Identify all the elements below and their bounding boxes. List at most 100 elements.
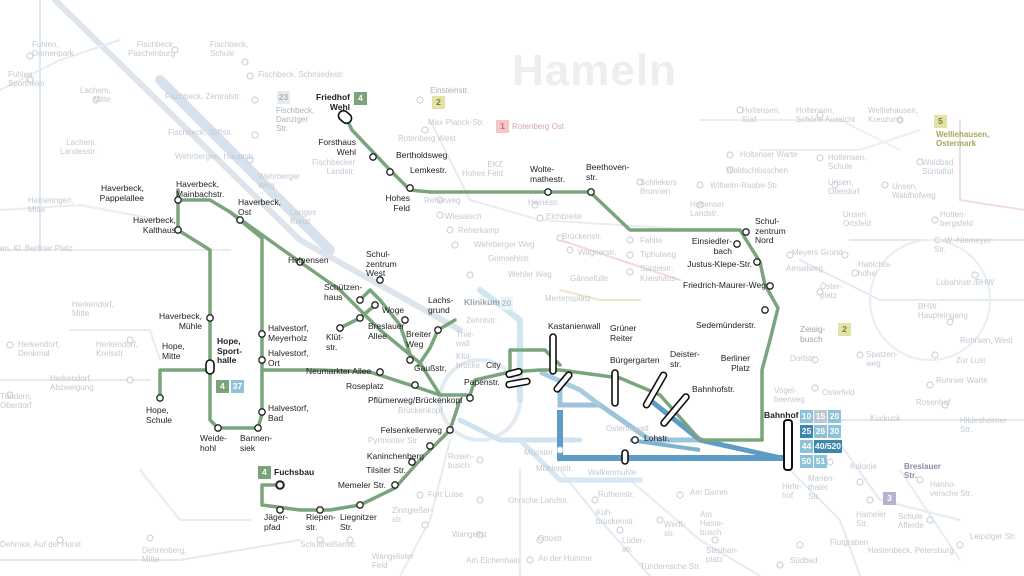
bg-label: Fischbeck, Stiftstr.: [168, 128, 233, 137]
bg-label: EKZ Hohes Feld: [462, 160, 503, 178]
bg-label: Kuh- brückenstr.: [596, 508, 636, 526]
stop-gruener-reiter: Grüner Reiter: [610, 323, 637, 343]
stop-roseplatz: Roseplatz: [346, 381, 384, 391]
bg-label: Einsteinstr.: [430, 86, 470, 95]
stop-zeisigbusch: Zeisig- busch: [800, 324, 826, 344]
bg-badge: 5: [934, 115, 947, 128]
stop-einsiedlerbach: Einsiedler- bach: [691, 236, 732, 256]
stop-lachsgrund: Lachs- grund: [428, 295, 454, 315]
bg-label: Schultheißenstr.: [300, 540, 358, 549]
bg-label: Rosen- busch: [448, 452, 474, 470]
bg-label: Dorfstr.: [790, 354, 816, 363]
bg-label: Holtenser Warte: [740, 150, 798, 159]
bg-label: Marien- thaler Str.: [808, 474, 836, 501]
bg-label: Reherkamp: [458, 226, 500, 235]
bg-label: Wehler Weg: [508, 270, 552, 279]
line-badge: 30: [828, 425, 841, 438]
bg-label: Wiesaisch: [445, 212, 482, 221]
bg-label: Fuhlen, Dornenpark: [32, 40, 74, 58]
stop-justus-klepe: Justus-Klepe-Str.: [687, 259, 752, 269]
stop-bannensiek: Bannen- siek: [240, 433, 273, 453]
stop-liegnitzer-str: Liegnitzer Str.: [340, 512, 377, 532]
bg-label: Zur Lust: [956, 356, 986, 365]
bg-label: Lachem, Mitte: [80, 86, 111, 104]
bg-label: Wehrberger Weg: [258, 172, 301, 190]
stop-kluetstr: Klüt- str.: [326, 332, 344, 352]
stop-schulzentrum-nord: Schul- zentrum Nord: [755, 216, 786, 245]
stop-halvestorf-meyerholz: Halvestorf, Meyerholz: [268, 323, 309, 343]
stop-pfluemerweg: Pflümerweg/Brückenkopf: [368, 395, 463, 405]
bg-label: Langes Kreuz: [290, 208, 317, 226]
stop-breslauer-allee: Breslauer Allee: [368, 321, 405, 341]
bg-label: Unsen Ortsfeld: [843, 210, 872, 228]
bg-badge: 2: [432, 96, 445, 109]
city-trunk: [538, 369, 791, 463]
route-4-line: [158, 116, 780, 512]
bg-label: Gänsefülle: [570, 274, 609, 283]
stop-deisterstr: Deister- str.: [670, 349, 700, 369]
bg-label: Wagnerstr.: [578, 248, 617, 257]
stop-kaninchenberg: Kaninchenberg: [366, 451, 424, 461]
stop-gaussstr: Gaußstr.: [414, 363, 447, 373]
bg-label: Waldschlösschen: [726, 166, 788, 175]
bg-label: Unsen, Oberdorf: [828, 178, 860, 196]
route-badge: 37: [231, 380, 244, 393]
stop-haverbeck-kalthaus: Haverbeck, Kalthaus: [133, 215, 176, 235]
map-title: Hameln: [512, 46, 677, 95]
bg-label: Herkendorf, Denkmal: [18, 340, 60, 358]
bahnhof-bar: [783, 419, 793, 471]
stop-lohstr: Lohstr.: [644, 433, 670, 443]
line-badge: 51: [814, 455, 827, 468]
bg-label: Mühlenstr.: [536, 464, 573, 473]
bg-label: Wilhelm-Raabe-Str.: [710, 181, 780, 190]
stop-berliner-platz: Berliner Platz: [720, 353, 750, 373]
bg-label: Süntelstr.: [640, 264, 674, 273]
stop-beethovenstr: Beethoven- str.: [586, 162, 630, 182]
stop-forsthaus-wehl: Forsthaus Wehl: [318, 137, 356, 157]
stop-memeler-str: Memeler Str.: [337, 480, 386, 490]
bg-label: Welliehausen, Ostermark: [936, 130, 990, 148]
bg-label: Welliehausen, Kreuzung: [868, 106, 919, 124]
bg-label: Herkendorf, Abzweigung: [50, 374, 94, 392]
route-4-stops: [156, 153, 774, 514]
bg-label: Breslauer Str.: [904, 462, 941, 480]
stop-bertholdsweg: Bertholdsweg: [396, 150, 448, 160]
bg-label: Spatzen- weg: [866, 350, 899, 368]
line-badge: 44: [800, 440, 813, 453]
bg-label: Herkendorf, Mitte: [72, 300, 114, 318]
bg-label: Dehmke, Auf der Horst: [0, 540, 81, 549]
bg-label: Leipziger Str.: [970, 532, 1017, 541]
stop-haverbeck-ost: Haverbeck, Ost: [238, 197, 281, 217]
bg-label: C.-W.-Niemeyer- Str.: [934, 236, 994, 254]
bg-label: Habichts- höhe: [858, 260, 892, 278]
stop-felsenkellerweg: Felsenkellerweg: [380, 425, 442, 435]
bg-label: Stephan- platz: [706, 546, 739, 564]
bg-label: Holtensen, Schöne Aussicht: [796, 106, 856, 124]
bg-label: Hemeringen, Mitte: [28, 196, 74, 214]
bg-label: Waldbad Süntaltal: [922, 158, 954, 176]
bg-label: Holtensen, Schule: [828, 153, 867, 171]
bg-label: Tündernsche Str.: [640, 562, 701, 571]
line-badge: 20: [828, 410, 841, 423]
bg-label: Zinngießer- str.: [392, 506, 433, 524]
bg-label: Walkenmühle: [588, 468, 637, 477]
stop-friedhof-wehl: Friedhof Wehl: [316, 92, 350, 112]
bg-label: Max-Planck-Str.: [428, 118, 485, 127]
route-badge: 4: [216, 380, 229, 393]
stop-neumarkter-allee: Neumarkter Allee: [306, 366, 372, 376]
bg-label: Heinestr.: [528, 198, 560, 207]
bg-label: Fischbeck, Zentralstr.: [165, 92, 242, 101]
bg-label: Lüder- str.: [622, 536, 646, 554]
bg-label: Hastenbeck, Petersburg: [868, 546, 954, 555]
bg-label: Am Eichenhain: [466, 556, 520, 565]
line-badge: 15: [814, 410, 827, 423]
bg-label: Lachem, Landesstr.: [60, 138, 97, 156]
stop-kastanienwall: Kastanienwall: [548, 321, 601, 331]
bg-label: Wangelist: [452, 530, 487, 539]
stop-halvestorf-ort: Halvestorf, Ort: [268, 348, 309, 368]
bg-label: Münster: [524, 448, 553, 457]
bg-label: Fuhlen, Sportheim: [8, 70, 45, 88]
route-badge: 20: [500, 297, 513, 310]
bg-label: Rotenberg West: [398, 134, 456, 143]
